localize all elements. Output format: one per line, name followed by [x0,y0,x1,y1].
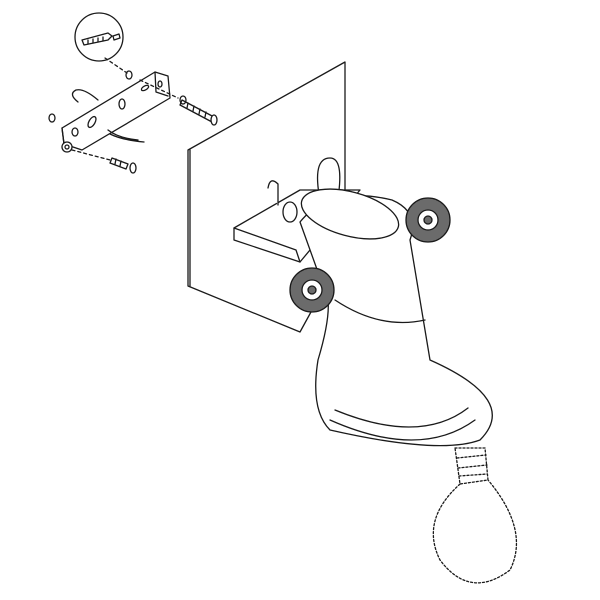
light-bulb [432,447,517,584]
lamp-shade [299,188,493,447]
mounting-bracket [61,71,171,153]
screw-lower [71,149,137,174]
wall-plug-callout [74,12,133,80]
washers [48,95,187,123]
adjustment-knob-left [289,267,335,313]
adjustment-knob-right [405,197,451,243]
